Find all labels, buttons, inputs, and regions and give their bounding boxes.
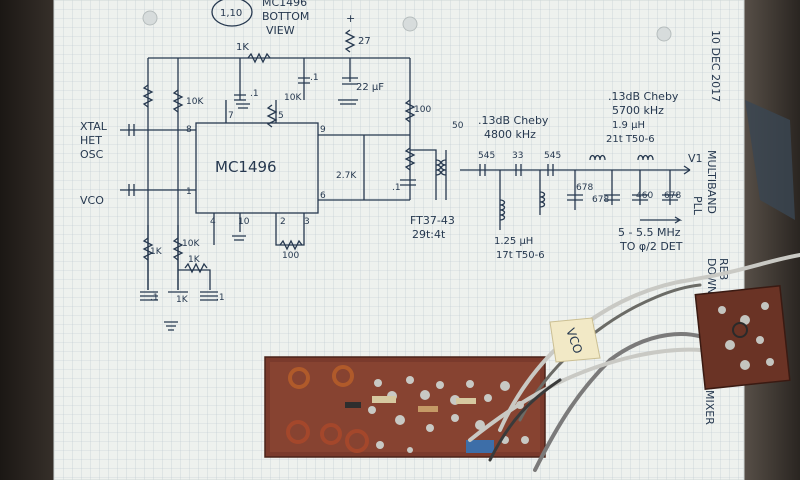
svg-text:8: 8 — [186, 125, 192, 135]
svg-text:10K: 10K — [186, 97, 204, 107]
svg-text:460: 460 — [636, 191, 653, 201]
svg-text:100: 100 — [282, 251, 299, 261]
filter1-freq: 4800 kHz — [484, 128, 536, 141]
label-vco: VCO — [80, 194, 104, 207]
svg-text:.1: .1 — [250, 89, 259, 99]
label-het: HET — [80, 134, 102, 147]
svg-text:1: 1 — [186, 187, 192, 197]
svg-text:.1: .1 — [392, 183, 401, 193]
side-multiband: MULTIBAND — [705, 150, 718, 214]
filter2-spec: .13dB Cheby — [608, 90, 679, 103]
svg-text:1K: 1K — [176, 295, 189, 305]
label-osc: OSC — [80, 148, 104, 161]
svg-text:2: 2 — [280, 217, 286, 227]
desk-right — [740, 0, 800, 480]
schematic-components — [128, 0, 691, 331]
note-bottom: BOTTOM — [262, 10, 309, 23]
binder-holes — [142, 10, 672, 42]
svg-text:5: 5 — [278, 111, 284, 121]
filter1-turns: 17t T50-6 — [496, 250, 545, 261]
svg-text:2.7K: 2.7K — [336, 171, 357, 181]
svg-text:+: + — [346, 12, 355, 25]
label-xtal: XTAL — [80, 120, 108, 133]
svg-text:1K: 1K — [188, 255, 201, 265]
svg-text:10K: 10K — [182, 239, 200, 249]
svg-text:1K: 1K — [236, 42, 249, 53]
down-converter-board — [694, 284, 791, 390]
desk-left — [0, 0, 62, 480]
svg-text:6: 6 — [320, 191, 326, 201]
date: 10 DEC 2017 — [709, 30, 722, 102]
blue-capacitor — [466, 440, 494, 453]
svg-text:27: 27 — [358, 36, 371, 47]
side-mixer: MIXER — [703, 390, 716, 425]
svg-text:10: 10 — [238, 217, 250, 227]
note-mc1496: MC1496 — [262, 0, 307, 9]
filter2-turns: 21t T50-6 — [606, 134, 655, 145]
toroid-coils — [286, 365, 369, 453]
output-v1: V1 — [688, 152, 703, 165]
svg-text:100: 100 — [414, 105, 431, 115]
svg-text:22 μF: 22 μF — [356, 82, 384, 93]
output-dest: TO φ/2 DET — [619, 240, 683, 253]
filter1-coil: 1.25 μH — [494, 236, 533, 247]
vco-tag: VCO — [549, 317, 601, 363]
svg-text:.1: .1 — [310, 73, 319, 83]
svg-text:.1: .1 — [150, 293, 159, 303]
ic-label: MC1496 — [215, 158, 277, 176]
svg-text:10K: 10K — [284, 93, 302, 103]
svg-text:7: 7 — [228, 111, 234, 121]
note-view: VIEW — [266, 24, 295, 37]
output-range: 5 - 5.5 MHz — [618, 226, 681, 239]
tool-shadow — [745, 100, 795, 220]
svg-text:50: 50 — [452, 121, 464, 131]
svg-text:3: 3 — [304, 217, 310, 227]
main-circuit-board — [264, 356, 546, 458]
filter2-freq: 5700 kHz — [612, 104, 664, 117]
svg-text:678: 678 — [664, 191, 681, 201]
svg-text:678: 678 — [576, 183, 593, 193]
svg-text:.1: .1 — [216, 293, 225, 303]
filter2-coil: 1.9 μH — [612, 120, 645, 131]
filter1-spec: .13dB Cheby — [478, 114, 549, 127]
svg-text:4: 4 — [210, 217, 216, 227]
svg-text:1K: 1K — [150, 247, 163, 257]
svg-text:678: 678 — [592, 195, 609, 205]
transformer-turns: 29t:4t — [412, 228, 446, 241]
svg-text:33: 33 — [512, 151, 523, 161]
svg-text:545: 545 — [544, 151, 561, 161]
schematic-labels: 1,10 MC1496 BOTTOM VIEW XTAL HET OSC VCO… — [80, 0, 730, 425]
transformer-core: FT37-43 — [410, 214, 455, 227]
svg-text:9: 9 — [320, 125, 326, 135]
svg-text:545: 545 — [478, 151, 495, 161]
side-pll: PLL — [691, 196, 704, 216]
chip-pin-note: 1,10 — [220, 8, 242, 19]
